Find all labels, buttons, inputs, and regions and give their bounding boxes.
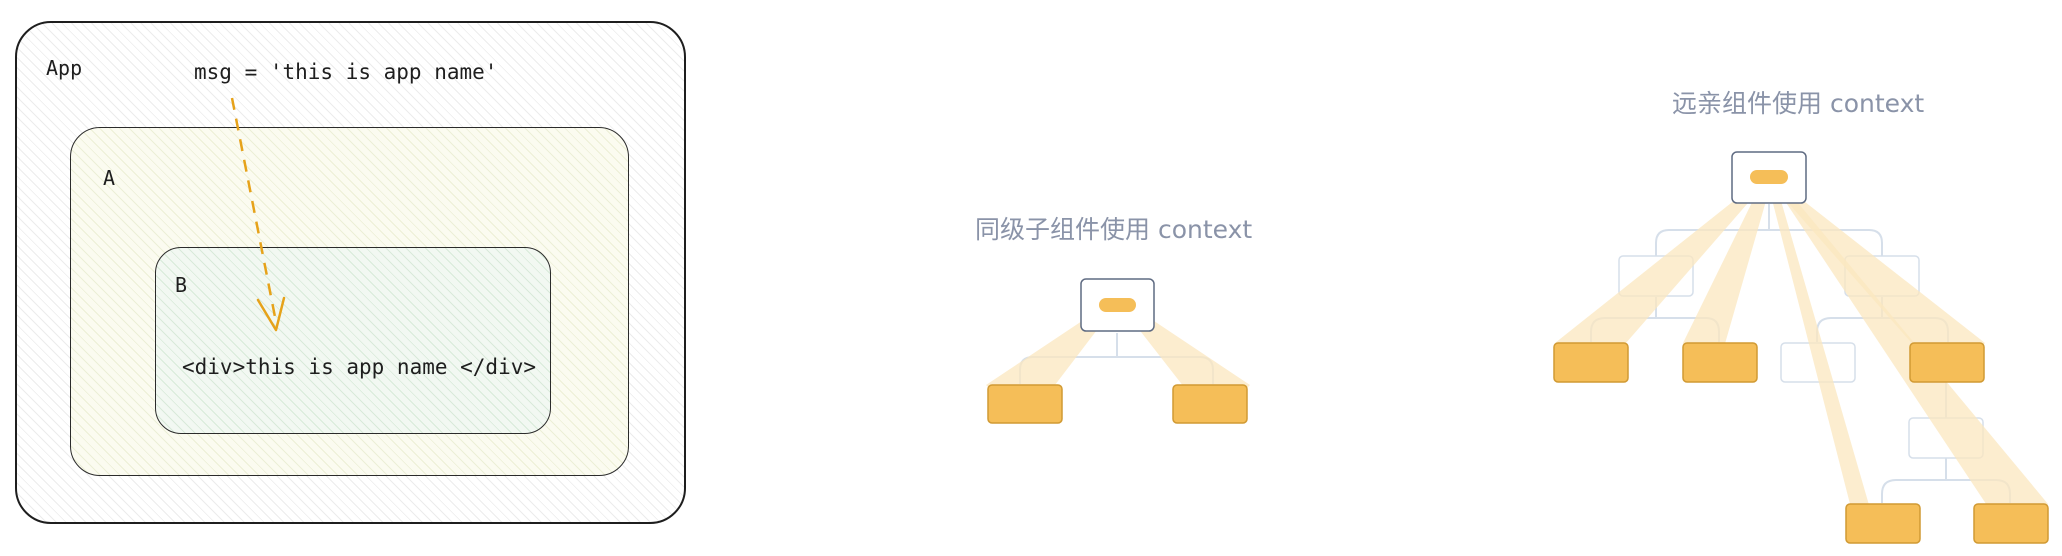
consumer-node [1553,342,1629,383]
provider-context-pill [1750,170,1788,184]
consumer-node [1909,342,1985,383]
provider-context-pill [1099,298,1136,312]
child-node-right [1172,384,1248,424]
distant-context-caption: 远亲组件使用 context [1672,89,1925,118]
sibling-context-caption: 同级子组件使用 context [975,215,1253,244]
component-b-label: B [175,273,188,297]
sibling-context-tree [986,278,1250,424]
component-b-box [155,247,551,434]
consumer-node [1845,503,1921,544]
div-output-text: <div>this is app name </div> [182,355,537,379]
app-label: App [46,56,83,80]
consumer-node [1973,503,2049,544]
msg-declaration: msg = 'this is app name' [194,60,498,84]
distant-context-tree [1553,151,2049,544]
component-a-label: A [103,166,116,190]
context-pass-arrow [230,97,286,332]
child-node-left [987,384,1063,424]
consumer-node [1682,342,1758,383]
